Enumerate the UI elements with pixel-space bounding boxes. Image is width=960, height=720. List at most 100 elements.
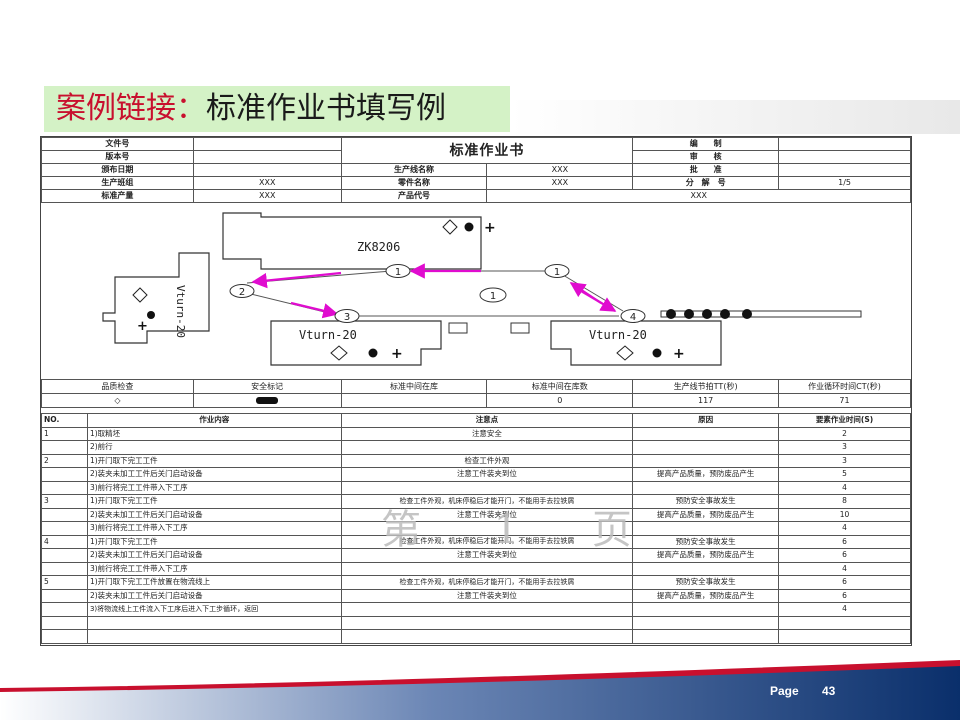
step-node-2: 2 — [239, 287, 245, 298]
row-time: 6 — [778, 575, 911, 590]
row-note — [340, 629, 634, 644]
col-header-time: 要素作业时间(S) — [778, 413, 911, 428]
row-reason: 预防安全事故发生 — [632, 575, 780, 590]
part-name-label: 零件名称 — [340, 176, 488, 190]
row-no — [41, 480, 88, 495]
breakdown-value: 1/5 — [778, 176, 911, 190]
col-header-reason: 原因 — [632, 413, 780, 428]
product-code-value: XXX — [486, 189, 911, 203]
row-content: 2)装夹未加工工件后关门启动设备 — [86, 588, 342, 603]
row-no — [41, 548, 88, 563]
std-output-label: 标准产量 — [41, 189, 194, 203]
row-note: 检查工件外观 — [340, 453, 634, 468]
row-reason — [632, 629, 780, 644]
row-note: 检查工件外观，机床停稳后才能开门，不能用手去拉铁屑 — [340, 494, 634, 509]
takt-time-value: 117 — [632, 393, 780, 408]
wip-dot-icon — [742, 309, 752, 319]
machine-right: Vturn-20 + — [550, 320, 722, 366]
col-header-note: 注意点 — [340, 413, 634, 428]
row-time: 2 — [778, 426, 911, 441]
row-time: 4 — [778, 480, 911, 495]
row-no — [41, 467, 88, 482]
row-content: 1)取精坯 — [86, 426, 342, 441]
table-row — [41, 615, 911, 630]
row-no — [41, 602, 88, 617]
line-name-value: XXX — [486, 163, 634, 177]
row-no — [41, 521, 88, 536]
table-row — [41, 629, 911, 644]
row-time: 10 — [778, 507, 911, 522]
row-time: 4 — [778, 521, 911, 536]
row-content: 2)装夹未加工工件后关门启动设备 — [86, 507, 342, 522]
machine-zk8206: ZK8206 + — [222, 212, 496, 270]
row-time: 6 — [778, 588, 911, 603]
machine-right-label: Vturn-20 — [589, 328, 647, 342]
row-content: 1)开门取下完工工件 — [86, 534, 342, 549]
row-no: 3 — [41, 494, 88, 509]
machine-mid-label: Vturn-20 — [299, 328, 357, 342]
row-content — [86, 629, 342, 644]
std-wip-count-value: 0 — [486, 393, 634, 408]
row-time: 6 — [778, 534, 911, 549]
header-table: 文件号 标准作业书 编 制 版本号 审 核 颁布日期 生产线名称 XXX 批 准… — [41, 137, 911, 203]
edit-label: 编 制 — [632, 137, 780, 151]
std-wip-value — [340, 393, 488, 408]
conveyor-line — [660, 309, 862, 319]
step-nodes: 1 1 2 3 4 1 — [229, 264, 646, 323]
plus-icon: + — [391, 346, 403, 362]
plus-icon: + — [137, 319, 148, 334]
approve-label: 批 准 — [632, 163, 780, 177]
row-no: 1 — [41, 426, 88, 441]
title-band — [44, 86, 510, 132]
row-content: 1)开门取下完工工件放置在物流线上 — [86, 575, 342, 590]
safety-mark-value — [192, 393, 342, 408]
row-content: 2)装夹未加工工件后关门启动设备 — [86, 548, 342, 563]
title-shadow — [510, 100, 960, 134]
footer-band — [0, 660, 960, 720]
row-content: 3)前行将完工工件带入下工序 — [86, 561, 342, 576]
row-content: 3)前行将完工工件带入下工序 — [86, 480, 342, 495]
footer-accent-stripe — [0, 660, 960, 692]
safety-mark-icon — [256, 397, 279, 404]
step-node-3: 3 — [344, 312, 350, 323]
machine-top-label: ZK8206 — [357, 240, 400, 254]
cycle-number: 1 — [490, 291, 496, 302]
col-header-no: NO. — [41, 413, 88, 428]
row-no: 5 — [41, 575, 88, 590]
row-reason — [632, 615, 780, 630]
flow-arrow — [251, 271, 342, 289]
row-time — [778, 615, 911, 630]
quality-check-label: 品质检查 — [41, 379, 194, 394]
row-reason — [632, 561, 780, 576]
quality-diamond-icon — [616, 345, 634, 361]
layout-diagram: ZK8206 + Vturn-20 + Vturn-20 + Vturn-20 — [102, 212, 862, 366]
issue-date-label: 颁布日期 — [41, 163, 194, 177]
cycle-time-label: 作业循环时间CT(秒) — [778, 379, 911, 394]
breakdown-label: 分 解 号 — [632, 176, 780, 190]
row-note — [340, 561, 634, 576]
title-prefix: 案例链接： — [56, 91, 206, 126]
row-content: 1)开门取下完工工件 — [86, 494, 342, 509]
row-reason — [632, 602, 780, 617]
row-no — [41, 615, 88, 630]
row-note: 注意安全 — [340, 426, 634, 441]
safety-dot-icon — [652, 348, 662, 358]
row-content: 3)前行将完工工件带入下工序 — [86, 521, 342, 536]
part-name-value: XXX — [486, 176, 634, 190]
row-no: 2 — [41, 453, 88, 468]
info-bar: 品质检查 安全标记 标准中间在库 标准中间在库数 生产线节拍TT(秒) 作业循环… — [41, 379, 911, 408]
row-note — [340, 480, 634, 495]
step-node-1: 1 — [395, 267, 401, 278]
step-node-1b: 1 — [554, 267, 560, 278]
row-content: 2)前行 — [86, 440, 342, 455]
review-label: 审 核 — [632, 150, 780, 164]
plus-icon: + — [484, 220, 496, 236]
file-no-label: 文件号 — [41, 137, 194, 151]
std-output-value: XXX — [192, 189, 342, 203]
